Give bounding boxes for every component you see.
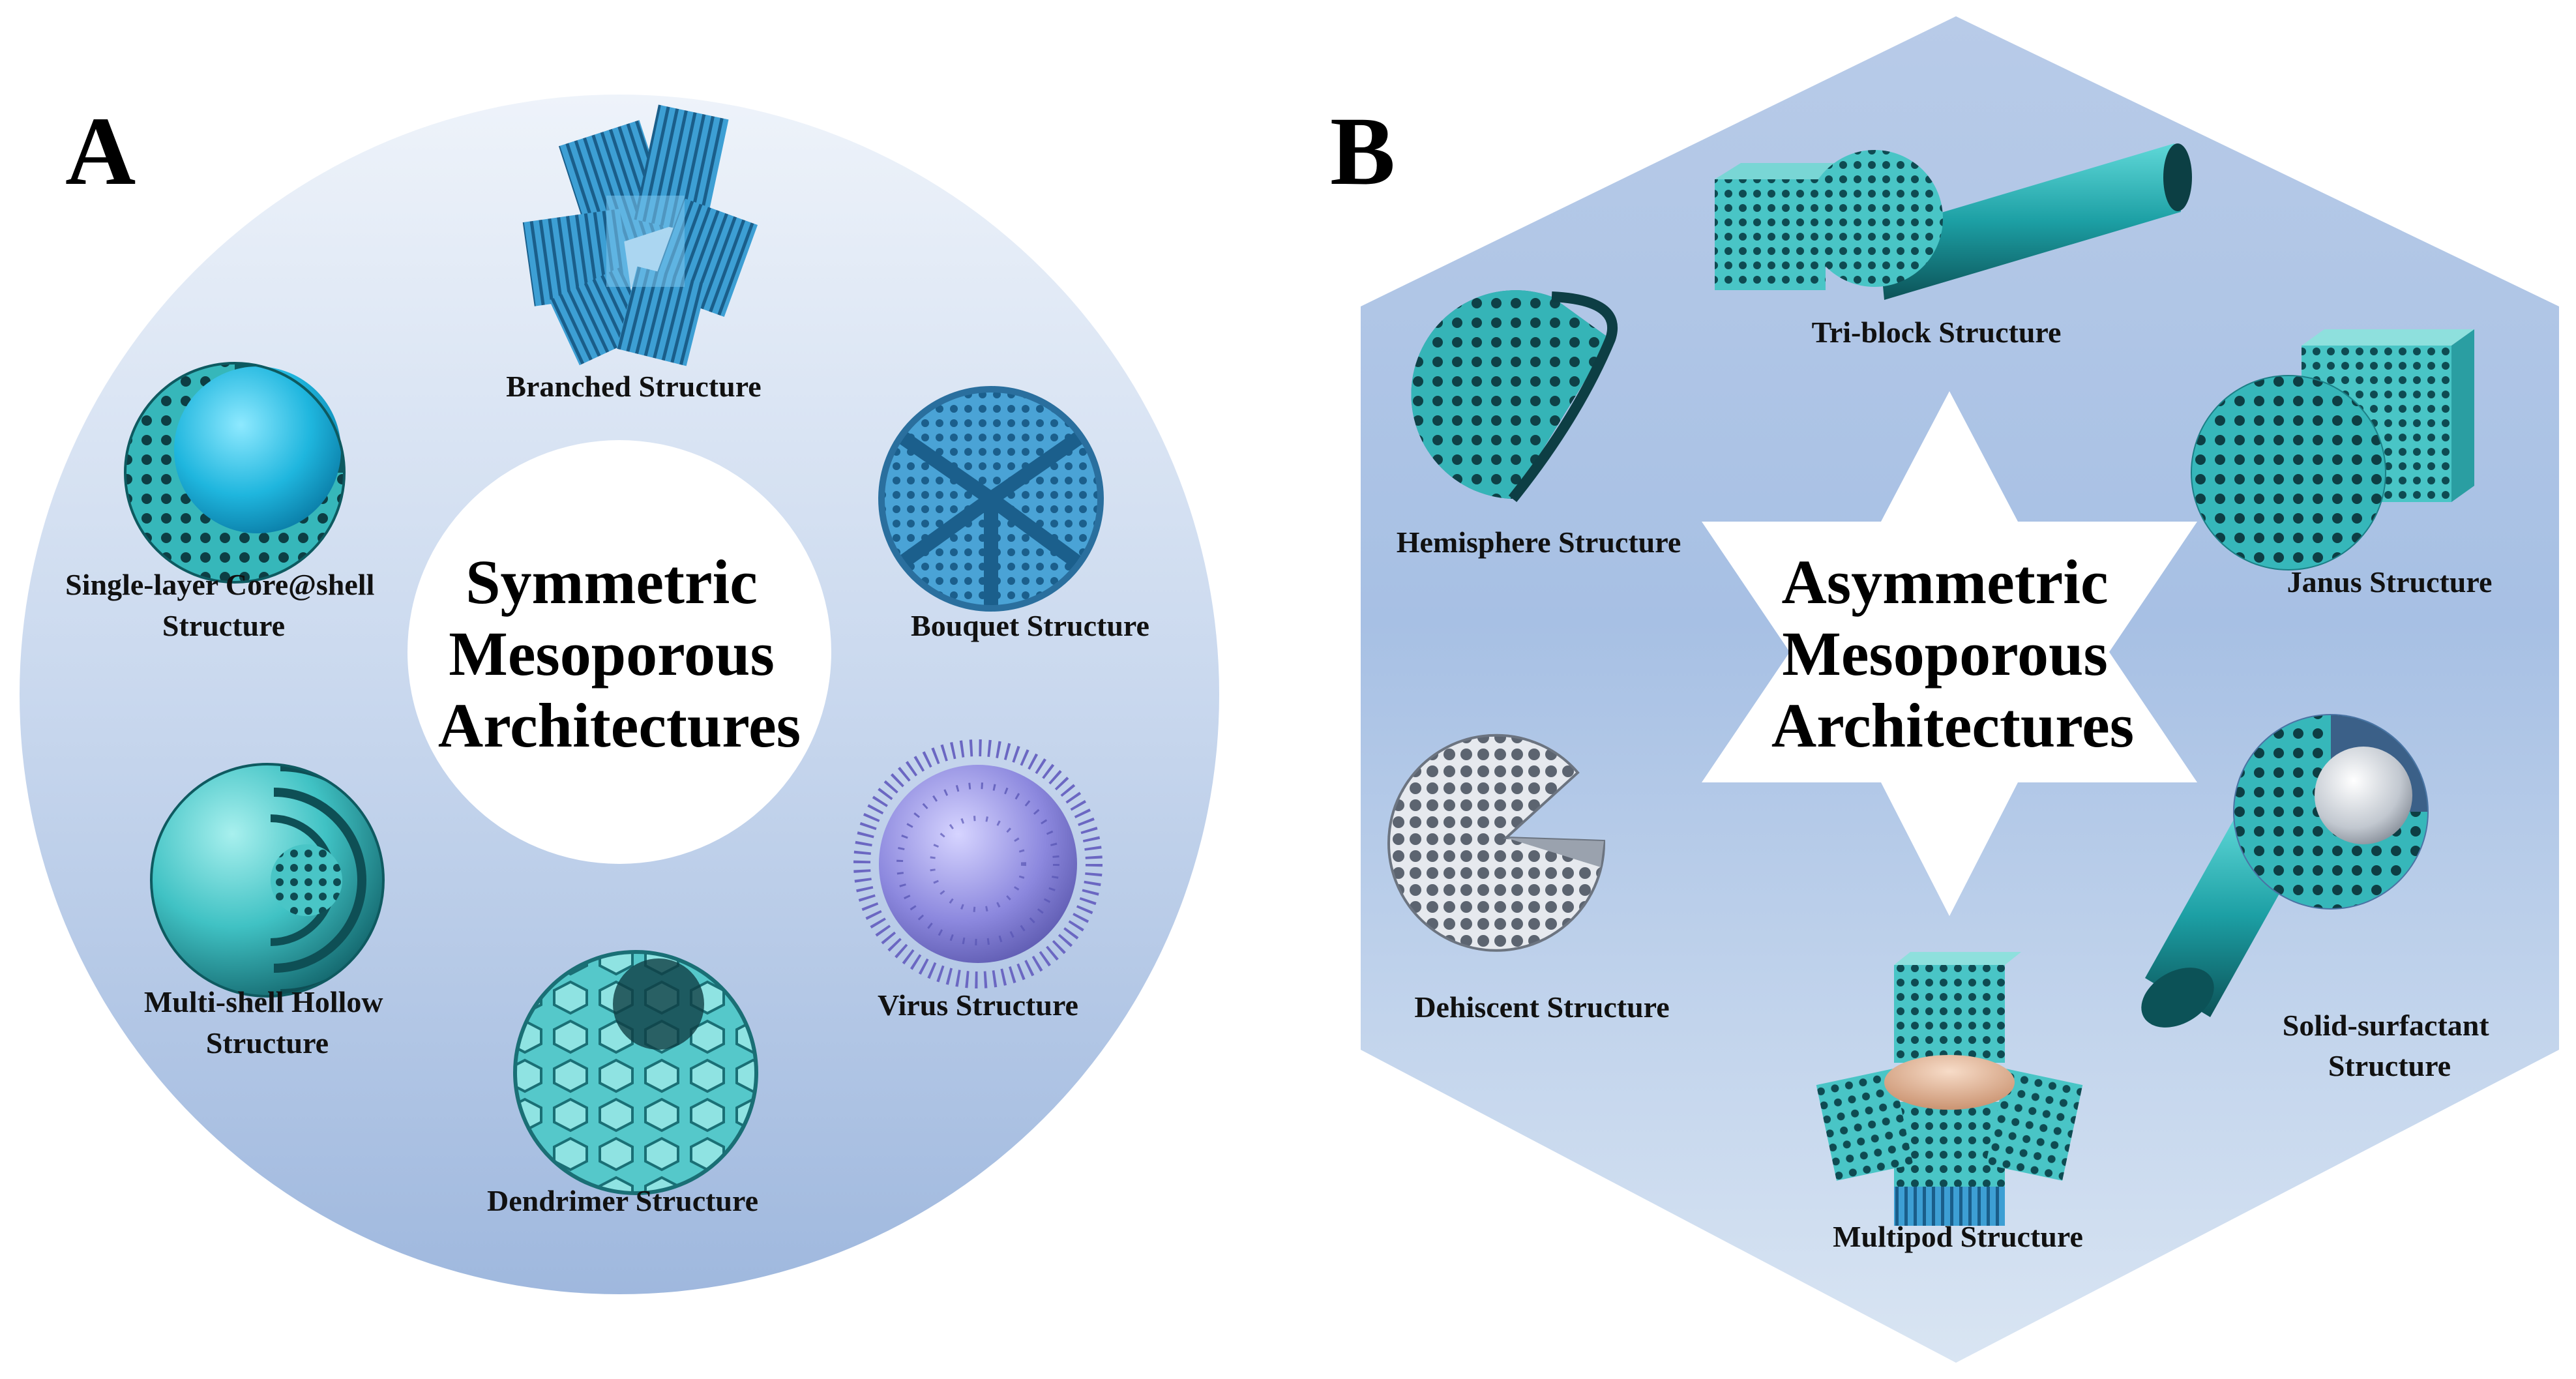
virus-structure-label: Virus Structure xyxy=(878,988,1078,1022)
solid-surfactant-structure-label: Solid-surfactant Structure xyxy=(2283,1009,2496,1082)
panel-b-center-title: Asymmetric Mesoporous Architectures xyxy=(1771,547,2134,760)
hemisphere-structure-icon xyxy=(1411,290,1618,502)
single-layer-core-shell-structure-label: Single-layer Core@shell Structure xyxy=(65,568,382,642)
bouquet-structure-icon xyxy=(878,386,1104,612)
dehiscent-structure-label: Dehiscent Structure xyxy=(1414,990,1669,1024)
branched-structure-icon xyxy=(522,104,758,366)
dehiscent-structure-icon xyxy=(1387,734,1606,952)
multi-shell-hollow-structure-label: Multi-shell Hollow Structure xyxy=(144,985,391,1060)
tri-block-structure-icon xyxy=(1715,143,2192,300)
panel-a-center-disc xyxy=(407,440,831,864)
hemisphere-structure-label: Hemisphere Structure xyxy=(1397,526,1681,559)
multipod-structure-label: Multipod Structure xyxy=(1833,1220,2083,1253)
panel-b-star xyxy=(1702,391,2197,916)
dendrimer-structure-icon xyxy=(513,950,758,1195)
dendrimer-structure-label: Dendrimer Structure xyxy=(487,1184,758,1217)
tri-block-structure-label: Tri-block Structure xyxy=(1812,316,2062,349)
panel-b: B Asymmetric Mesoporous Architectures Tr… xyxy=(1330,16,2559,1363)
janus-structure-icon xyxy=(2191,329,2474,571)
bouquet-structure-label: Bouquet Structure xyxy=(911,609,1149,642)
multipod-structure-icon xyxy=(1816,952,2083,1226)
virus-structure-icon xyxy=(853,739,1103,988)
branched-structure-label: Branched Structure xyxy=(506,370,761,403)
panel-a-center-title: Symmetric Mesoporous Architectures xyxy=(438,547,801,760)
janus-structure-label: Janus Structure xyxy=(2287,565,2493,599)
panel-b-letter: B xyxy=(1330,97,1395,205)
solid-surfactant-structure-icon xyxy=(2141,714,2429,1028)
panel-a-letter: A xyxy=(65,97,136,205)
panel-a: A Symmetric Mesoporous Architectures Bra… xyxy=(20,95,1219,1294)
single-layer-core-shell-structure-icon xyxy=(124,362,346,584)
